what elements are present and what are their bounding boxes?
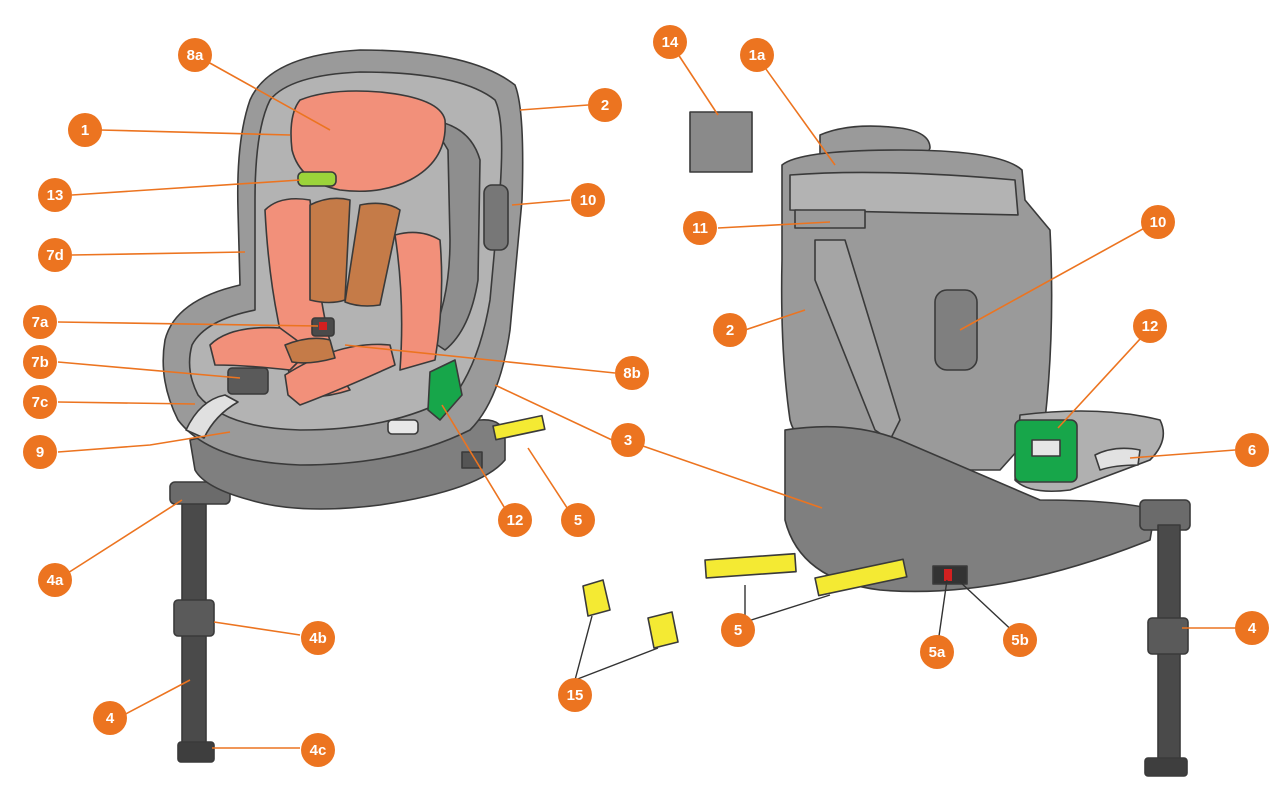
svg-text:14: 14: [662, 34, 679, 51]
seat-shell-right: [780, 149, 1053, 471]
badge-5-right: 5: [721, 613, 755, 647]
badge-7d: 7d: [38, 238, 72, 272]
svg-text:10: 10: [1150, 214, 1167, 231]
svg-text:4: 4: [1248, 620, 1257, 637]
svg-text:11: 11: [692, 220, 708, 237]
badge-4-left: 4: [93, 701, 127, 735]
badge-12-left: 12: [498, 503, 532, 537]
badge-8b: 8b: [615, 356, 649, 390]
svg-text:15: 15: [567, 687, 584, 704]
support-leg-right: [1139, 499, 1191, 777]
badge-9: 9: [23, 435, 57, 469]
front-view-seat: [162, 49, 546, 763]
badge-4a: 4a: [38, 563, 72, 597]
svg-text:5b: 5b: [1011, 632, 1029, 649]
badge-3: 3: [611, 423, 645, 457]
isofix-arm-left: [492, 414, 546, 441]
svg-text:7b: 7b: [31, 354, 49, 371]
badge-5a: 5a: [920, 635, 954, 669]
svg-text:4: 4: [106, 710, 115, 727]
badges: 8a 1 13 7d 7a 7b 7c 9 4a 4b 4 4c 2 10 8b…: [23, 25, 1269, 767]
badge-7c: 7c: [23, 385, 57, 419]
svg-text:12: 12: [507, 512, 524, 529]
svg-text:1: 1: [81, 122, 89, 139]
badge-2-top: 2: [588, 88, 622, 122]
badge-11: 11: [683, 211, 717, 245]
svg-text:8b: 8b: [623, 365, 641, 382]
isofix-guides: [582, 579, 679, 649]
badge-10-right: 10: [1141, 205, 1175, 239]
svg-text:2: 2: [726, 322, 734, 339]
badge-6: 6: [1235, 433, 1269, 467]
svg-text:10: 10: [580, 192, 597, 209]
svg-text:7a: 7a: [32, 314, 49, 331]
badge-1: 1: [68, 113, 102, 147]
badge-5b: 5b: [1003, 623, 1037, 657]
svg-text:6: 6: [1248, 442, 1256, 459]
svg-text:9: 9: [36, 444, 44, 461]
isofix-lock-green-left: [427, 359, 463, 421]
badge-8a: 8a: [178, 38, 212, 72]
manual-storage-card: [689, 111, 753, 173]
badge-14: 14: [653, 25, 687, 59]
badge-7b: 7b: [23, 345, 57, 379]
badge-5-left: 5: [561, 503, 595, 537]
badge-15: 15: [558, 678, 592, 712]
badge-2-right: 2: [713, 313, 747, 347]
svg-text:2: 2: [601, 97, 609, 114]
badge-4c: 4c: [301, 733, 335, 767]
rear-view-seat: [704, 125, 1191, 777]
svg-text:4b: 4b: [309, 630, 327, 647]
svg-text:7d: 7d: [46, 247, 64, 264]
badge-4b: 4b: [301, 621, 335, 655]
svg-text:8a: 8a: [187, 47, 204, 64]
support-leg-left: [169, 481, 231, 763]
svg-text:5: 5: [574, 512, 582, 529]
svg-text:3: 3: [624, 432, 632, 449]
side-impact-pad-left: [483, 184, 509, 251]
insert-pink-left: [290, 90, 446, 193]
leader-lines: [57, 44, 1238, 749]
svg-text:7c: 7c: [32, 394, 49, 411]
svg-text:4c: 4c: [310, 742, 327, 759]
badge-1a: 1a: [740, 38, 774, 72]
svg-text:4a: 4a: [47, 572, 64, 589]
badge-13: 13: [38, 178, 72, 212]
svg-text:1a: 1a: [749, 47, 766, 64]
svg-text:12: 12: [1142, 318, 1159, 335]
badge-7a: 7a: [23, 305, 57, 339]
svg-text:5: 5: [734, 622, 742, 639]
svg-text:13: 13: [47, 187, 64, 204]
svg-text:5a: 5a: [929, 644, 946, 661]
side-impact-pad-right: [934, 289, 978, 371]
badge-12-right: 12: [1133, 309, 1167, 343]
badge-4-right: 4: [1235, 611, 1269, 645]
badge-10-left: 10: [571, 183, 605, 217]
